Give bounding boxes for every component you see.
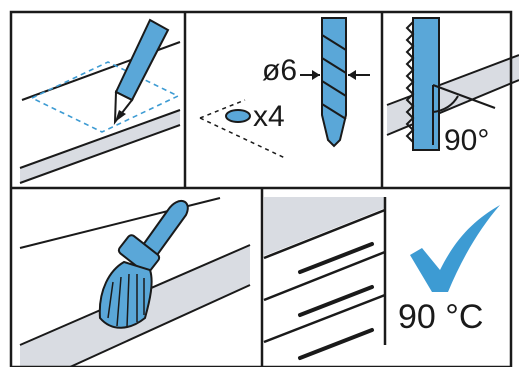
worktop-line-bottom: [19, 124, 181, 184]
layer-line-5: [263, 293, 386, 344]
panel-mark-cutout: [19, 18, 181, 184]
paintbrush-icon: [98, 200, 189, 329]
diameter-arrow-right: [348, 70, 370, 80]
checkmark-icon: [410, 205, 500, 292]
diameter-arrow-left: [300, 70, 320, 80]
pencil-icon: [113, 18, 170, 126]
worktop-edge: [20, 110, 180, 183]
layer-line-6: [298, 328, 374, 360]
drill-hole-marker: [225, 109, 251, 123]
panel-seal-edges: [19, 197, 251, 368]
saw-angle-label: 90°: [444, 124, 489, 157]
drill-diameter-label: ø6: [262, 54, 297, 87]
layer-line-3: [263, 250, 386, 302]
drill-bit-icon: [321, 17, 347, 148]
temperature-label: 90 °C: [398, 298, 483, 336]
worktop-line-top: [19, 109, 181, 169]
panel-drill-holes: x4 ø6: [199, 17, 370, 159]
cutout-outline-dashed: [30, 61, 180, 133]
right-angle-indicator: [432, 84, 496, 145]
edge-line-bottom: [69, 284, 251, 368]
hole-count-label: x4: [253, 100, 285, 133]
saw-blade-icon: [405, 17, 440, 151]
layer-line-2: [298, 242, 374, 274]
hole-guide-dashed-2: [199, 99, 246, 119]
panel-saw-cutout: 90°: [386, 17, 519, 157]
panel-heat-resistance: 90 °C: [263, 197, 500, 360]
edge-line-back: [19, 197, 221, 249]
layer-line-1: [263, 208, 386, 260]
layer-line-4: [298, 285, 374, 317]
top-grey-surface: [264, 197, 385, 256]
